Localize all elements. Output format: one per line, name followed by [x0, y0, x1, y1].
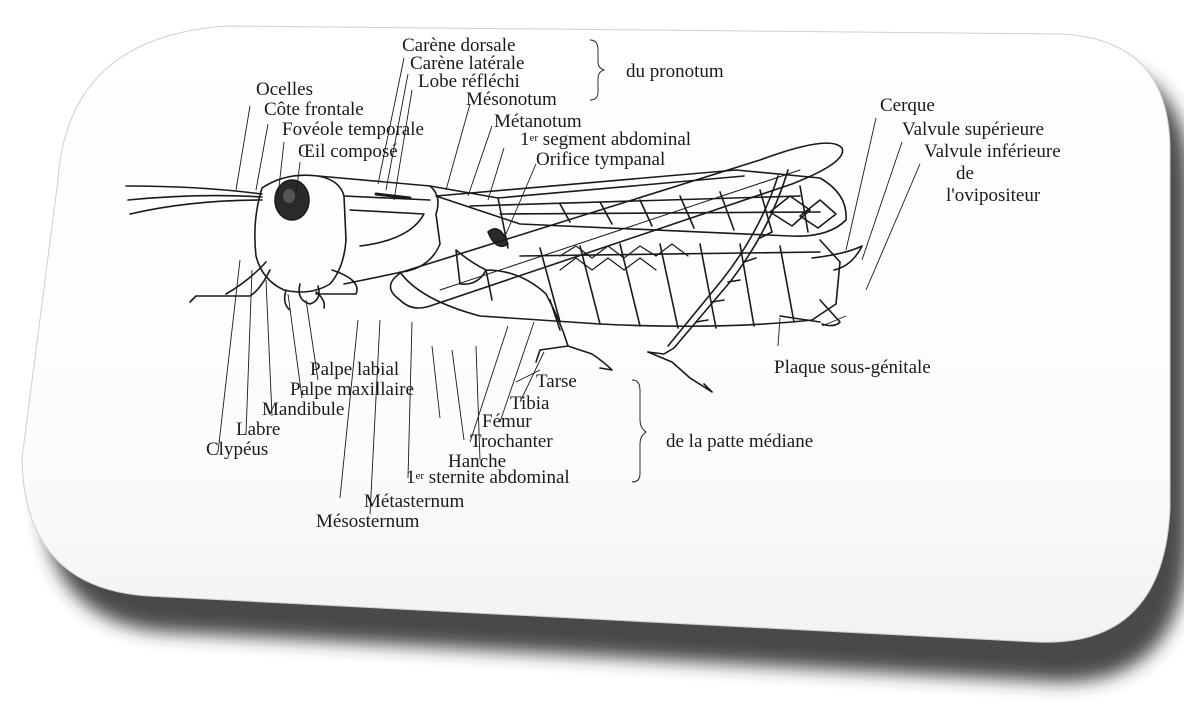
label-clypeus: Clypéus	[206, 440, 268, 459]
label-mesosternum: Mésosternum	[316, 512, 419, 531]
label-ovipositeur: l'ovipositeur	[946, 186, 1040, 205]
label-oeil-compose: Œil composé	[298, 142, 398, 161]
label-cote-frontale: Côte frontale	[264, 100, 364, 119]
label-labre: Labre	[236, 420, 280, 439]
label-palpe-maxillaire: Palpe maxillaire	[290, 380, 414, 399]
label-femur: Fémur	[482, 412, 532, 431]
label-segment-abdominal-text: segment abdominal	[543, 129, 691, 150]
label-sternite-sup: er	[416, 470, 425, 482]
label-mandibule: Mandibule	[262, 400, 344, 419]
label-de: de	[956, 164, 974, 183]
label-cerque: Cerque	[880, 96, 935, 115]
label-plaque-sous-genitale: Plaque sous-génitale	[774, 358, 931, 377]
label-du-pronotum: du pronotum	[626, 62, 724, 81]
label-sternite-number: 1	[406, 467, 416, 488]
label-valvule-inferieure: Valvule inférieure	[924, 142, 1061, 161]
label-sternite-text: sternite abdominal	[429, 467, 570, 488]
label-segment-abdominal-sup: er	[530, 132, 539, 144]
label-palpe-labial: Palpe labial	[310, 360, 399, 379]
label-foveole-temporale: Fovéole temporale	[282, 120, 424, 139]
label-orifice-tympanal: Orifice tympanal	[536, 150, 665, 169]
label-patte-mediane: de la patte médiane	[666, 432, 813, 451]
label-mesonotum: Mésonotum	[466, 90, 557, 109]
label-tarse: Tarse	[536, 372, 577, 391]
label-trochanter: Trochanter	[470, 432, 553, 451]
label-metasternum: Métasternum	[364, 492, 464, 511]
label-segment-abdominal: 1er segment abdominal	[520, 130, 691, 149]
label-segment-abdominal-number: 1	[520, 129, 530, 150]
label-sternite-abdominal: 1er sternite abdominal	[406, 468, 570, 487]
label-valvule-superieure: Valvule supérieure	[902, 120, 1044, 139]
label-ocelles: Ocelles	[256, 80, 313, 99]
